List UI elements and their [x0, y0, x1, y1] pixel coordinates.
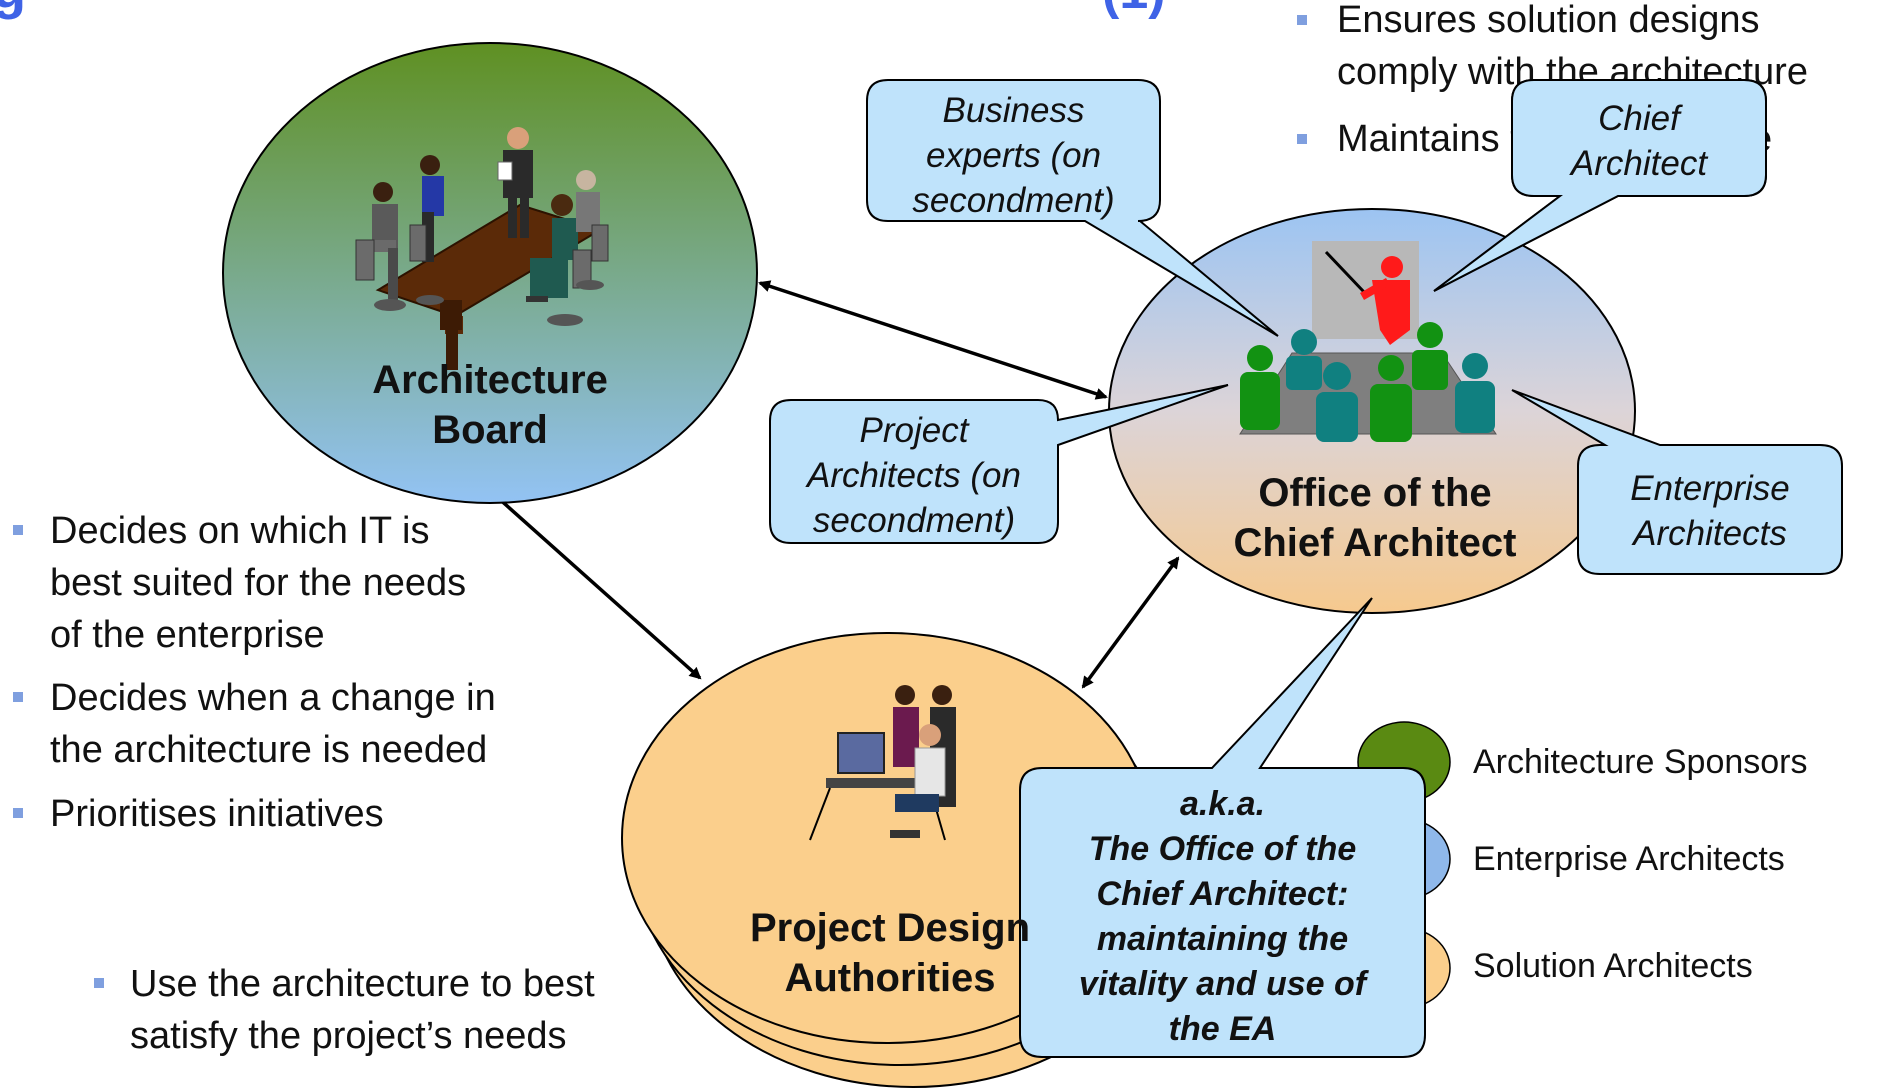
callout-line: Architects (on — [807, 456, 1021, 495]
bullet-line: best suited for the needs — [50, 562, 467, 604]
bullet-marker — [1297, 134, 1307, 144]
bullet-prioritises: Prioritises initiatives — [50, 788, 384, 840]
bullet-line: Decides on which IT is — [50, 510, 430, 552]
callout-line: the EA — [1168, 1010, 1277, 1048]
label-line: Project Design — [749, 906, 1031, 950]
computer-users-icon — [809, 685, 956, 841]
project-design-authorities-label: Project Design Authorities — [720, 903, 1060, 1003]
callout-enterprise-architects-shape — [1511, 389, 1843, 575]
callout-line: Chief — [1598, 99, 1680, 138]
arrow-board-office — [758, 280, 1108, 400]
legend-label-enterprise: Enterprise Architects — [1473, 840, 1785, 878]
bullet-marker — [94, 978, 104, 988]
callout-aka-shape — [1019, 597, 1426, 1058]
legend-label-solution: Solution Architects — [1473, 947, 1753, 985]
callout-line: Architects — [1633, 514, 1787, 553]
bullet-marker — [13, 808, 23, 818]
callout-line: secondment) — [812, 501, 1016, 540]
callout-line: Business — [942, 91, 1085, 130]
bullet-marker — [1297, 15, 1307, 25]
callout-line: Enterprise — [1630, 469, 1790, 508]
callout-enterprise-architects: Enterprise Architects — [1578, 466, 1842, 556]
arrow-pda-office — [1081, 556, 1180, 689]
bullet-line: satisfy the project’s needs — [130, 1015, 567, 1057]
label-line: Chief Architect — [1233, 521, 1517, 565]
callout-line: Project — [859, 411, 969, 450]
callout-line: experts (on — [925, 136, 1102, 175]
callout-aka: a.k.a. The Office of the Chief Architect… — [1020, 782, 1425, 1052]
bullet-line: Decides when a change in — [50, 677, 496, 719]
bullet-line: Ensures solution designs — [1337, 0, 1760, 41]
bullet-decides-it: Decides on which IT is best suited for t… — [50, 505, 466, 661]
callout-line: vitality and use of — [1078, 965, 1367, 1003]
bullet-marker — [13, 525, 23, 535]
callout-line: secondment) — [912, 181, 1115, 220]
callout-business-experts-shape — [866, 79, 1279, 337]
presentation-icon — [1239, 241, 1497, 442]
arrow-board-pda — [485, 486, 702, 680]
bullet-line: the architecture is needed — [50, 729, 488, 771]
callout-business-experts: Business experts (on secondment) — [867, 88, 1160, 223]
bullet-line: Prioritises initiatives — [50, 793, 384, 835]
callout-project-architects: Project Architects (on secondment) — [770, 408, 1058, 543]
callout-line: Chief Architect: — [1096, 875, 1349, 913]
architecture-board-label: Architecture Board — [330, 355, 650, 455]
bullet-decides-change: Decides when a change in the architectur… — [50, 672, 496, 776]
callout-line: The Office of the — [1088, 830, 1357, 868]
label-line: Office of the — [1258, 471, 1492, 515]
callout-line: maintaining the — [1096, 920, 1349, 958]
callout-chief-architect: Chief Architect — [1512, 96, 1766, 186]
label-line: Authorities — [784, 956, 996, 1000]
bullet-line: Use the architecture to best — [130, 963, 595, 1005]
callout-line: Architect — [1570, 144, 1708, 183]
legend-label-sponsors: Architecture Sponsors — [1473, 743, 1808, 781]
callout-line: a.k.a. — [1179, 785, 1266, 823]
callout-project-architects-shape — [769, 384, 1229, 544]
bullet-use-architecture: Use the architecture to best satisfy the… — [130, 958, 595, 1062]
bullet-line: of the enterprise — [50, 614, 325, 656]
bullet-marker — [13, 692, 23, 702]
office-chief-architect-label: Office of the Chief Architect — [1195, 468, 1555, 568]
meeting-icon — [355, 127, 609, 370]
label-line: Architecture — [372, 358, 608, 402]
title-fragment-right: (1) — [1102, 0, 1166, 20]
label-line: Board — [432, 408, 548, 452]
title-fragment: g — [0, 0, 26, 20]
